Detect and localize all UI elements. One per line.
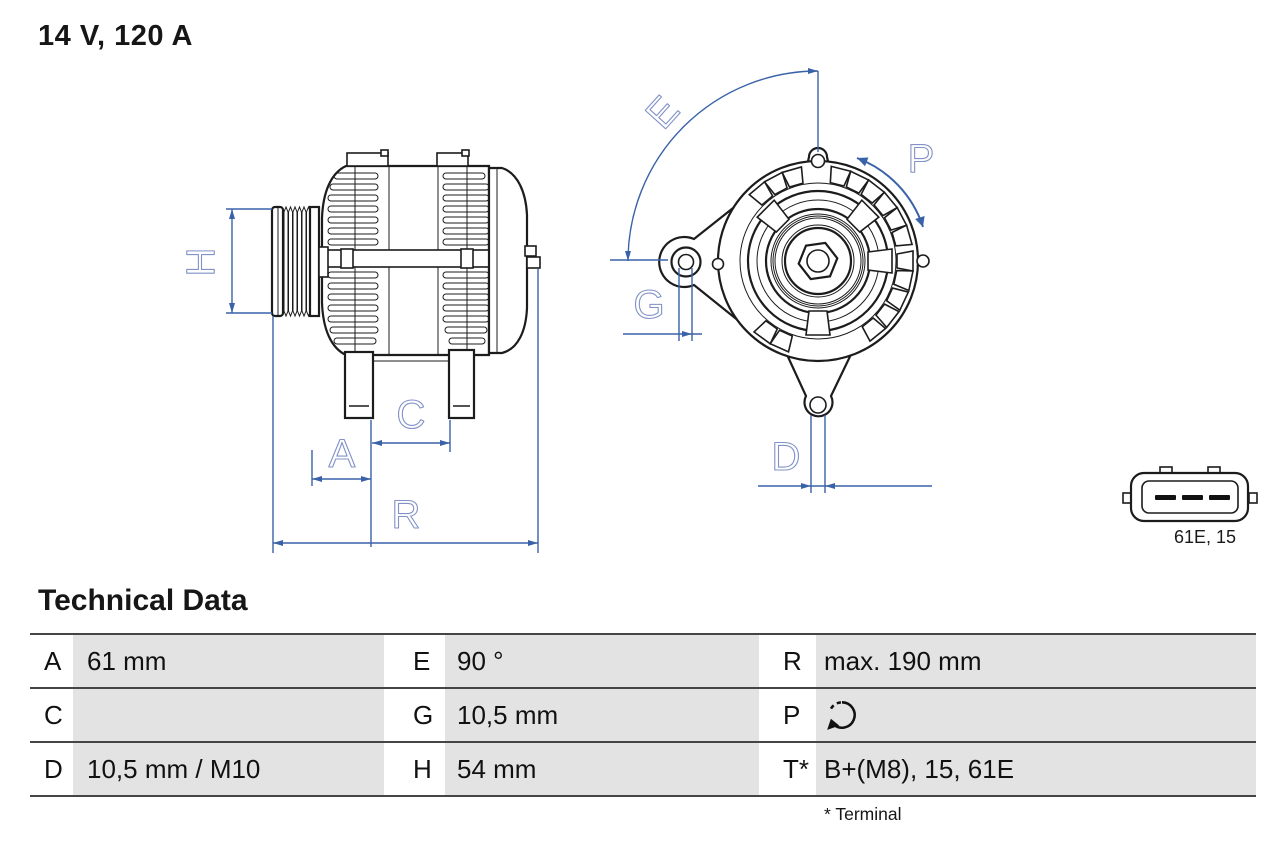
- dim-label-h: H: [179, 248, 223, 277]
- dim-value-t: B+(M8), 15, 61E: [824, 754, 1015, 784]
- dim-value-a: 61 mm: [87, 646, 167, 676]
- dim-value-h: 54 mm: [457, 754, 537, 784]
- technical-data-table: A 61 mm E 90 ° R max. 190 mm C G 10,5 mm…: [30, 633, 1256, 797]
- value-cell-bg: [445, 743, 759, 795]
- dim-value-g: 10,5 mm: [457, 700, 559, 730]
- dimension-r: R: [272, 269, 539, 553]
- dim-value-d: 10,5 mm / M10: [87, 754, 261, 784]
- dimension-c: C: [370, 392, 451, 547]
- table-row: A 61 mm E 90 ° R max. 190 mm: [30, 635, 1256, 689]
- value-cell-bg: [816, 635, 1256, 687]
- section-heading: Technical Data: [38, 584, 248, 617]
- value-cell-bg: [816, 689, 1256, 741]
- terminal-footnote: * Terminal: [824, 804, 902, 824]
- dimension-g: G: [623, 268, 702, 341]
- dim-key-t: T*: [783, 754, 809, 784]
- side-view-drawing: H A C R: [178, 149, 541, 553]
- dim-label-a: A: [329, 432, 356, 476]
- dim-key-c: C: [44, 700, 63, 730]
- connector-pin: [1209, 495, 1230, 500]
- page-title: 14 V, 120 A: [38, 20, 193, 52]
- dim-key-r: R: [783, 646, 802, 676]
- connector-pin: [1155, 495, 1176, 500]
- dim-label-g: G: [633, 283, 664, 327]
- table-row: D 10,5 mm / M10 H 54 mm T* B+(M8), 15, 6…: [30, 743, 1256, 797]
- connector-label: 61E, 15: [1174, 527, 1236, 547]
- rotation-direction-arrow: P: [856, 136, 935, 228]
- value-cell-bg: [73, 743, 384, 795]
- dim-key-h: H: [413, 754, 432, 784]
- value-cell-bg: [445, 689, 759, 741]
- dimension-h: H: [178, 208, 272, 314]
- table-row: C G 10,5 mm P: [30, 689, 1256, 743]
- rotation-cw-icon: [827, 701, 856, 730]
- alternator-technical-drawing: H A C R: [178, 68, 1258, 553]
- connector-3pin-icon: 61E, 15: [1122, 466, 1258, 547]
- dim-value-e: 90 °: [457, 646, 504, 676]
- dim-value-r: max. 190 mm: [824, 646, 982, 676]
- value-cell-bg: [816, 743, 1256, 795]
- value-cell-bg: [73, 635, 384, 687]
- dim-label-p: P: [908, 137, 935, 181]
- dim-key-d: D: [44, 754, 63, 784]
- dim-key-g: G: [413, 700, 434, 730]
- dim-key-e: E: [413, 646, 431, 676]
- dim-label-d: D: [772, 435, 801, 479]
- front-view-drawing: E G D P: [610, 68, 935, 493]
- value-cell-bg: [445, 635, 759, 687]
- dim-label-c: C: [397, 393, 426, 437]
- dimension-a: A: [311, 431, 371, 486]
- value-cell-bg: [73, 689, 384, 741]
- dim-key-p: P: [783, 700, 801, 730]
- dimension-d: D: [758, 415, 932, 493]
- connector-pin: [1182, 495, 1203, 500]
- dim-key-a: A: [44, 646, 62, 676]
- dim-label-r: R: [392, 493, 421, 537]
